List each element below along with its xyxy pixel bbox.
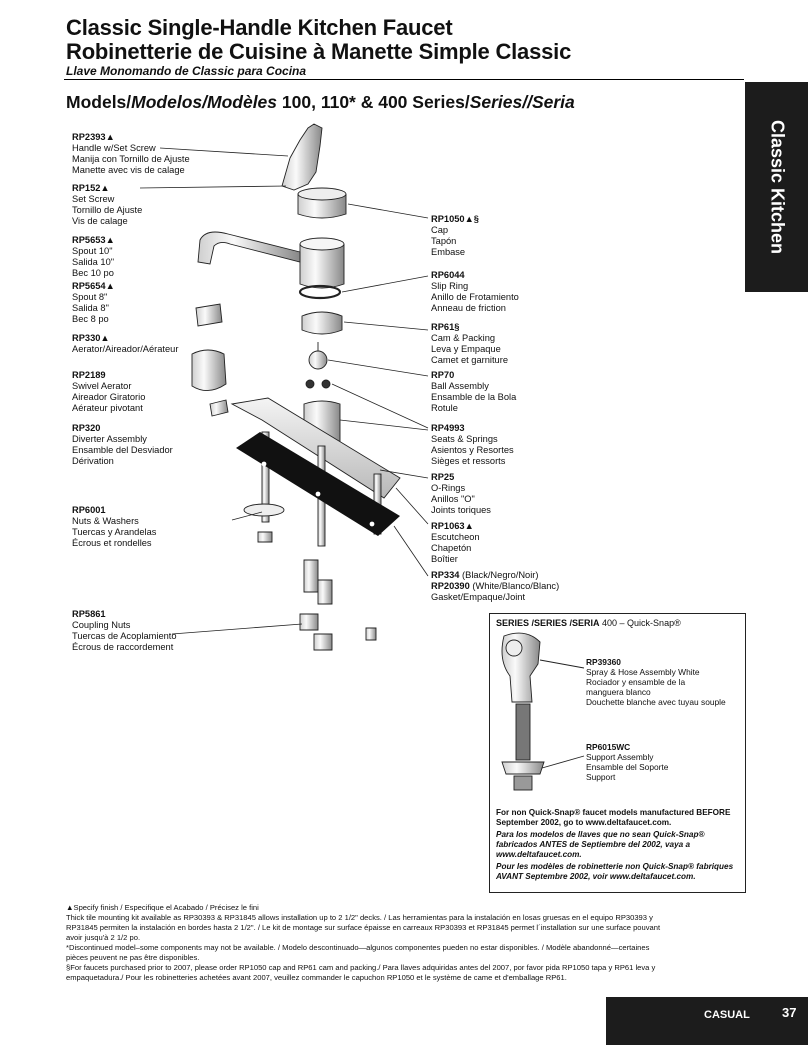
coupling-nut-b	[313, 633, 333, 651]
part-rp5653: RP5653▲Spout 10"Salida 10"Bec 10 po	[72, 235, 115, 278]
side-tab: Classic Kitchen	[745, 82, 808, 292]
note-en: For non Quick-Snap® faucet models manufa…	[496, 808, 731, 827]
page-title: Classic Single-Handle Kitchen Faucet	[66, 15, 453, 40]
shank-left	[261, 431, 270, 523]
header-rule	[64, 79, 744, 80]
quick-snap-title: SERIES /SERIES /SERIA 400 – Quick-Snap®	[496, 618, 681, 628]
note-fr: Pour les modèles de robinetterie non Qui…	[496, 862, 734, 881]
footer-section: CASUAL	[704, 1009, 750, 1021]
quick-snap-box: SERIES /SERIES /SERIA 400 – Quick-Snap® …	[489, 613, 746, 893]
gasket-part	[236, 432, 400, 536]
footnote-thick-tile: Thick tile mounting kit available as RP3…	[66, 913, 661, 942]
supply-nut-right	[317, 579, 333, 605]
page-title-fr: Robinetterie de Cuisine à Manette Simple…	[66, 39, 572, 64]
footnotes: ▲Specify finish / Especifique el Acabado…	[66, 903, 666, 983]
ball-part	[308, 350, 328, 370]
supply-nut-left	[303, 559, 319, 593]
footnote-finish: ▲Specify finish / Especifique el Acabado…	[66, 903, 259, 912]
spout-arm-part	[197, 231, 301, 265]
diverter-part	[209, 399, 229, 417]
footnote-discontinued: *Discontinued model–some components may …	[66, 943, 650, 962]
page-subtitle-es: Llave Monomando de Classic para Cocina	[66, 64, 307, 78]
cam-part	[301, 311, 343, 335]
footnote-2007: §For faucets purchased prior to 2007, pl…	[66, 963, 656, 982]
note-es: Para los modelos de llaves que no sean Q…	[496, 830, 705, 859]
part-rp330: RP330▲Aerator/Aireador/Aérateur	[72, 333, 179, 354]
footer-tab: CASUAL 37	[606, 997, 808, 1045]
handle-part	[281, 123, 323, 191]
hose-part	[515, 703, 531, 761]
page-number: 37	[782, 1005, 797, 1020]
washer-part	[243, 503, 285, 517]
small-nut	[365, 627, 377, 641]
nut-part	[257, 531, 273, 543]
coupling-nut-a	[299, 613, 319, 631]
swivel-aerator-part	[191, 349, 227, 391]
models-heading: Models/Modelos/Modèles 100, 110* & 400 S…	[66, 92, 575, 112]
slip-ring-part	[298, 284, 342, 300]
aerator-part	[195, 303, 223, 327]
escutcheon-part	[230, 397, 401, 499]
part-rp5654: RP5654▲Spout 8"Salida 8"Bec 8 po	[72, 281, 115, 324]
support-part	[501, 761, 545, 775]
part-gasket: RP334 (Black/Negro/Noir) RP20390 (White/…	[431, 570, 560, 602]
